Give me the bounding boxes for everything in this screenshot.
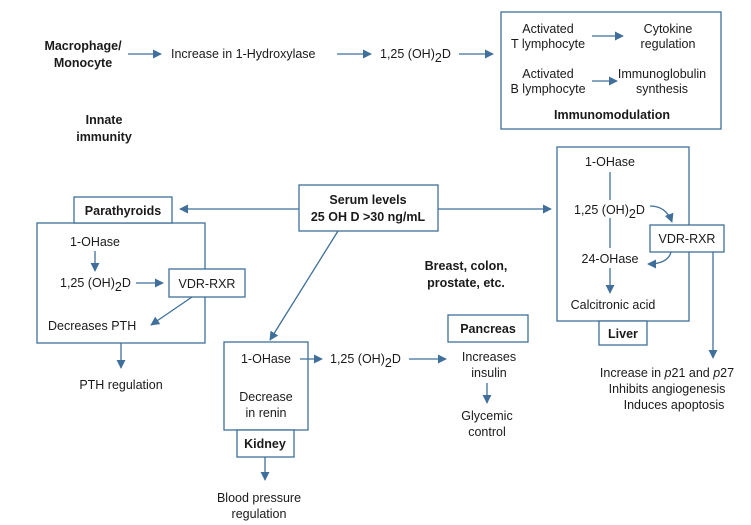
liver-calcitriol: 1,25 (OH)2D [574, 203, 645, 221]
effects-line2: Inhibits angiogenesis [609, 382, 726, 396]
serum-levels-box [298, 184, 439, 232]
t-cell-line2: T lymphocyte [511, 37, 585, 51]
glycemic-line2: control [468, 425, 506, 439]
serum-line2: 25 OH D >30 ng/mL [311, 210, 426, 224]
cytokine-line1: Cytokine [644, 22, 693, 36]
innate-line1: Innate [86, 113, 123, 127]
kidney-title: Kidney [244, 437, 286, 451]
parathyroid-vdr: VDR-RXR [179, 277, 236, 291]
liver-title: Liver [608, 327, 638, 341]
liver-title-box [598, 320, 648, 346]
pth-regulation: PTH regulation [79, 378, 162, 392]
glycemic-line1: Glycemic [461, 409, 512, 423]
parathyroids-title-box [73, 196, 173, 224]
calcitronic-acid: Calcitronic acid [571, 298, 656, 312]
kidney-calcitriol: 1,25 (OH)2D [330, 352, 401, 370]
effects-line3: Induces apoptosis [624, 398, 725, 412]
insulin-line1: Increases [462, 350, 516, 364]
cytokine-line2: regulation [641, 37, 696, 51]
liver-vdr-box [649, 224, 725, 253]
bp-line2: regulation [232, 507, 287, 521]
serum-line1: Serum levels [329, 193, 406, 207]
parathyroid-calcitriol: 1,25 (OH)2D [60, 276, 131, 294]
immunoglobulin-line2: synthesis [636, 82, 688, 96]
arrow-liver-calcitriol-to-vdr [649, 205, 674, 223]
kidney-ohase: 1-OHase [241, 352, 291, 366]
b-cell-line2: B lymphocyte [510, 82, 585, 96]
macrophage-label-line2: Monocyte [54, 56, 112, 70]
kidney-title-box [236, 429, 295, 458]
hydroxylase-label: Increase in 1-Hydroxylase [171, 47, 316, 61]
arrow-serum-to-kidney [269, 230, 339, 341]
bp-line1: Blood pressure [217, 491, 301, 505]
arrow-vdr-to-decrease-pth [150, 296, 193, 326]
parathyroids-title: Parathyroids [85, 204, 161, 218]
immunomodulation-box [500, 11, 722, 130]
pancreas-title: Pancreas [460, 322, 516, 336]
insulin-line2: insulin [471, 366, 506, 380]
b-cell-line1: Activated [522, 67, 573, 81]
calcitriol-label-top: 1,25 (OH)2D [380, 47, 451, 65]
parathyroid-vdr-box [168, 268, 246, 298]
parathyroid-ohase: 1-OHase [70, 235, 120, 249]
decreases-pth: Decreases PTH [48, 319, 136, 333]
t-cell-line1: Activated [522, 22, 573, 36]
innate-line2: immunity [76, 130, 132, 144]
immunomodulation-title: Immunomodulation [554, 108, 670, 122]
cancers-line1: Breast, colon, [425, 259, 508, 273]
effects-line1: Increase in p21 and p27 [600, 366, 734, 380]
cancers-line2: prostate, etc. [427, 276, 505, 290]
renin-line1: Decrease [239, 390, 293, 404]
pancreas-title-box [447, 314, 529, 343]
liver-vdr: VDR-RXR [659, 232, 716, 246]
arrow-vdr-to-24ohase [647, 251, 672, 269]
immunoglobulin-line1: Immunoglobulin [618, 67, 706, 81]
liver-24-ohase: 24-OHase [582, 252, 639, 266]
macrophage-label-line1: Macrophage/ [44, 39, 122, 53]
liver-ohase: 1-OHase [585, 155, 635, 169]
renin-line2: in renin [246, 406, 287, 420]
